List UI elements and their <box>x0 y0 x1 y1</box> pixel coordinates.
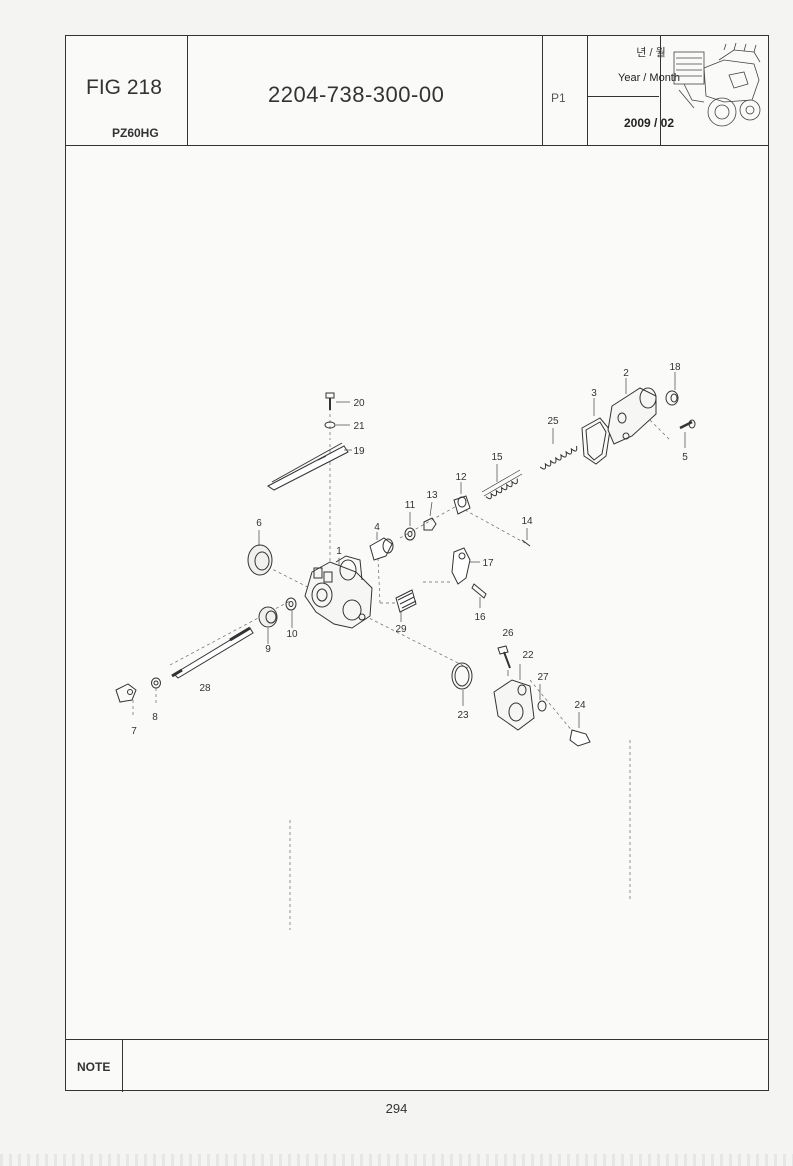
spring-15 <box>481 469 523 500</box>
callout-17: 17 <box>482 558 494 569</box>
grid-line <box>660 36 661 145</box>
rice-transplanter-illustration <box>673 42 761 127</box>
grid-line <box>587 96 659 97</box>
callout-11: 11 <box>405 500 416 511</box>
callout-labels: 1 2 3 4 5 6 7 8 9 10 11 12 13 14 15 16 1… <box>131 362 688 737</box>
callout-27: 27 <box>537 672 549 683</box>
model-name: PZ60HG <box>112 126 159 140</box>
callout-4: 4 <box>374 522 380 533</box>
grid-line <box>542 36 543 145</box>
callout-29: 29 <box>395 624 407 635</box>
callout-13: 13 <box>426 490 438 501</box>
callout-19: 19 <box>353 446 365 457</box>
grid-line <box>187 36 188 145</box>
callout-26: 26 <box>502 628 514 639</box>
callout-8: 8 <box>152 712 158 723</box>
callout-3: 3 <box>591 388 597 399</box>
callout-24: 24 <box>574 700 586 711</box>
grid-line <box>587 36 588 145</box>
grid-line <box>122 1039 123 1092</box>
scan-edge <box>0 1154 793 1166</box>
callout-14: 14 <box>521 516 533 527</box>
parts-sheet: FIG 218 PZ60HG 2204-738-300-00 P1 년 / 월 … <box>65 35 769 1092</box>
figure-label: FIG 218 <box>86 76 162 99</box>
callout-12: 12 <box>455 472 467 483</box>
part-number: 2204-738-300-00 <box>268 82 445 107</box>
callout-20: 20 <box>353 398 365 409</box>
callout-7: 7 <box>131 726 137 737</box>
year-month-label: Year / Month <box>618 72 680 84</box>
revision-date: 2009 / 02 <box>623 116 675 130</box>
header-divider <box>66 145 768 146</box>
callout-5: 5 <box>682 452 688 463</box>
callout-9: 9 <box>265 644 271 655</box>
housing-body <box>304 555 373 629</box>
korean-date-label: 년 / 월 <box>636 47 666 59</box>
callout-2: 2 <box>623 368 629 379</box>
callout-22: 22 <box>522 650 534 661</box>
callout-18: 18 <box>669 362 681 373</box>
note-label: NOTE <box>77 1060 111 1074</box>
callout-23: 23 <box>457 710 469 721</box>
callout-6: 6 <box>256 518 262 529</box>
callout-21: 21 <box>353 421 365 432</box>
callout-28: 28 <box>199 683 211 694</box>
callout-15: 15 <box>491 452 503 463</box>
page-number: 294 <box>385 1101 408 1116</box>
callout-10: 10 <box>286 629 298 640</box>
page-id: P1 <box>551 91 566 105</box>
callout-16: 16 <box>474 612 486 623</box>
note-divider <box>66 1039 768 1040</box>
callout-25: 25 <box>547 416 559 427</box>
callout-1: 1 <box>336 546 342 557</box>
